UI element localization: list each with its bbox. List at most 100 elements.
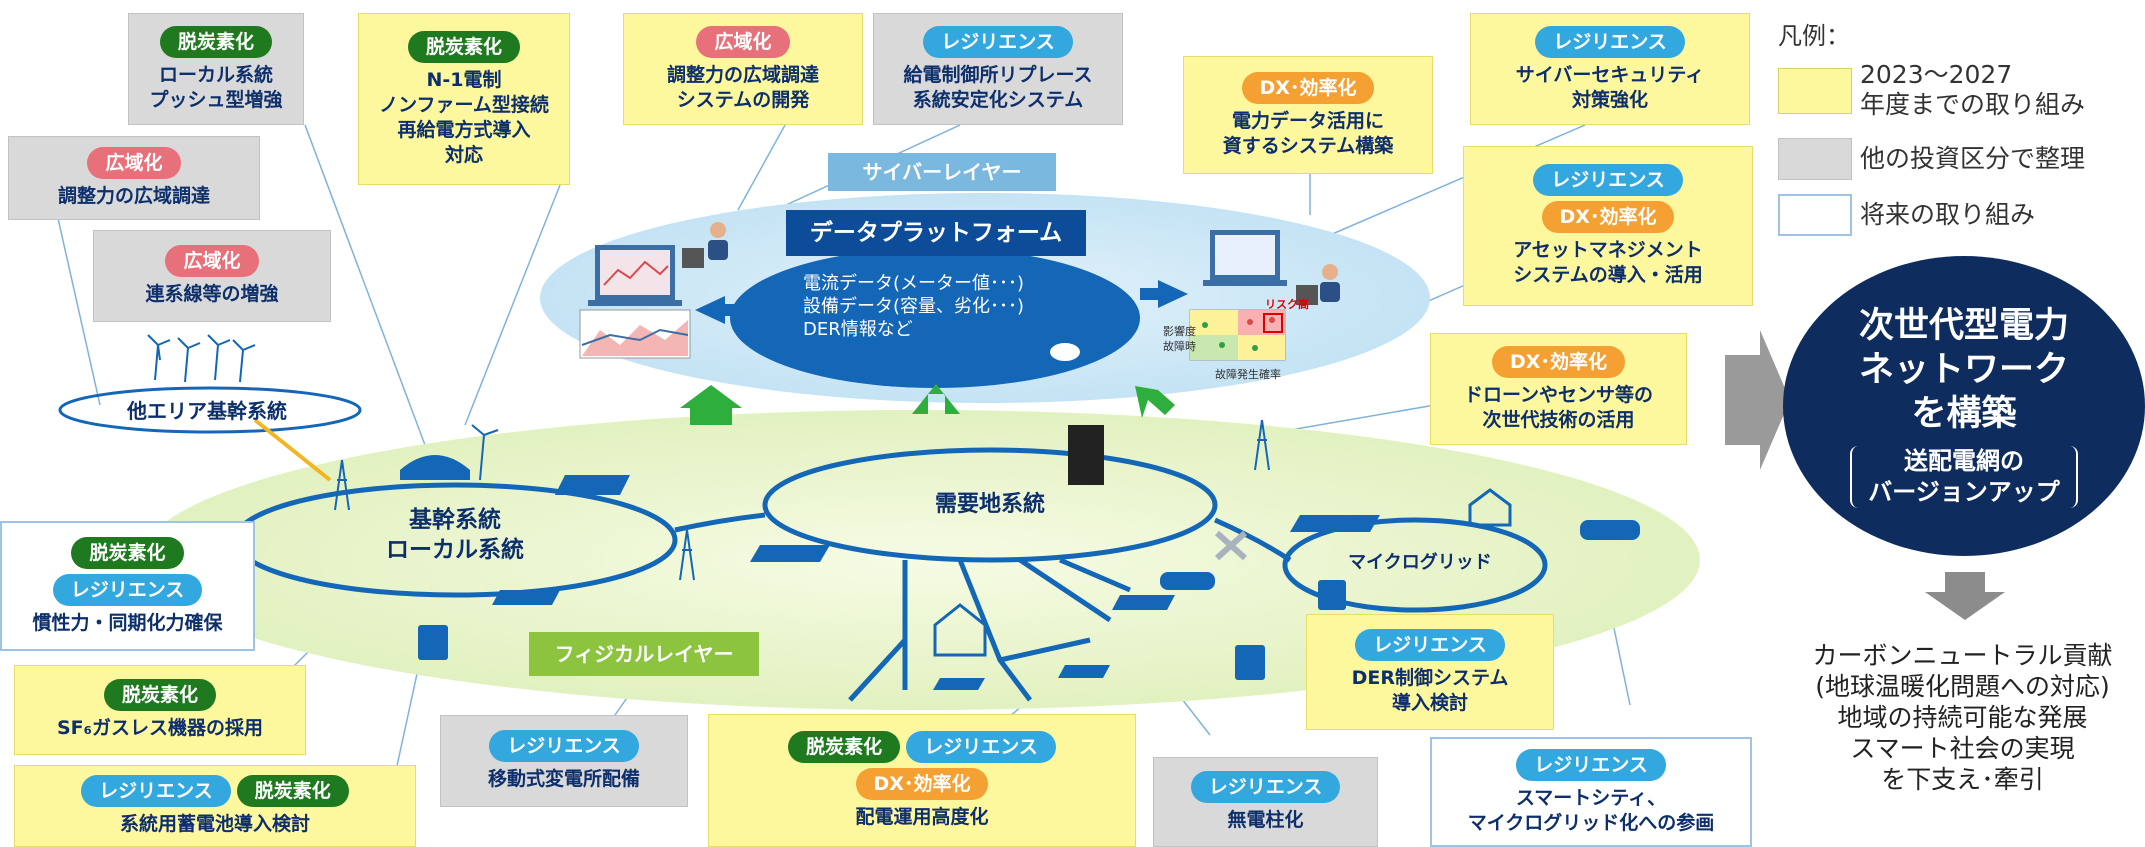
box-dist-ops-text: 配電運用高度化 <box>855 805 988 830</box>
left-data-arrow <box>695 296 745 324</box>
laptop-right-icon <box>1203 230 1287 286</box>
box-replace-text: 給電制御所リプレース系統安定化システム <box>903 63 1092 113</box>
power-plant-icon <box>400 455 470 480</box>
tag-resilience: レジリエンス <box>81 775 231 807</box>
line: ドローンやセンサ等の <box>1463 383 1654 406</box>
data-platform-ellipse <box>730 248 1140 388</box>
box-n1-text: N-1電制ノンファーム型接続再給電方式導入対応 <box>379 68 549 168</box>
data-item-2: 設備データ(容量、劣化･･･) <box>803 296 1025 317</box>
tag-decarbonize: 脱炭素化 <box>159 25 272 58</box>
line: マイクログリッド化への参画 <box>1467 811 1715 834</box>
legend-label-current-2: 年度までの取り組み <box>1860 90 2086 119</box>
box-local-push-text: ローカル系統プッシュ型増強 <box>149 63 282 113</box>
box-inertia: 脱炭素化 レジリエンス 慣性力・同期化力確保 <box>0 521 255 651</box>
building-icon <box>1068 425 1104 485</box>
box-mobile-text: 移動式変電所配備 <box>488 767 640 792</box>
tag-decarbonize: 脱炭素化 <box>407 30 520 63</box>
line: 対策強化 <box>1571 88 1648 111</box>
box-local-push: 脱炭素化 ローカル系統プッシュ型増強 <box>128 13 304 125</box>
line: 配電運用高度化 <box>855 806 989 828</box>
line: 調整力の広域調達 <box>57 185 210 207</box>
line: 導入検討 <box>1391 691 1468 714</box>
tag-resilience: レジリエンス <box>1533 164 1683 196</box>
data-item-1: 電流データ(メーター値･･･) <box>803 273 1025 294</box>
box-battery: レジリエンス脱炭素化 系統用蓄電池導入検討 <box>14 765 416 847</box>
legend-label-future: 将来の取り組み <box>1860 200 2036 229</box>
box-dist-ops: 脱炭素化レジリエンス DX･効率化 配電運用高度化 <box>708 714 1136 847</box>
contribution-text: カーボンニュートラル貢献 (地球温暖化問題への対応) 地域の持続可能な発展 スマ… <box>1780 640 2145 795</box>
next-gen-subtitle: 送配電網の バージョンアップ <box>1850 446 2078 508</box>
tag-resilience: レジリエンス <box>1190 771 1341 803</box>
box-no-pole: レジリエンス 無電柱化 <box>1153 757 1378 847</box>
to-contribution-arrow <box>1925 572 2005 620</box>
line: システムの開発 <box>676 88 810 111</box>
microgrid-label: マイクログリッド <box>1348 552 1492 573</box>
tag-resilience: レジリエンス <box>1355 628 1505 661</box>
interconnection-line <box>253 418 332 482</box>
car-icons <box>1160 520 1640 590</box>
box-der-text: DER制御システム導入検討 <box>1352 666 1509 716</box>
cloud-icon <box>1048 341 1082 363</box>
contribution-line-2: (地球温暖化問題への対応) <box>1815 672 2110 701</box>
line: スマートシティ、 <box>1515 786 1667 809</box>
box-wide-adj-text: 調整力の広域調達 <box>58 184 210 209</box>
line: 電力データ活用に <box>1231 109 1384 132</box>
contribution-line-4: スマート社会の実現 <box>1850 734 2075 763</box>
tag-resilience: レジリエンス <box>1516 748 1666 781</box>
battery-icons <box>418 580 1346 680</box>
disconnect-x-icon <box>1215 530 1247 561</box>
box-wide-dev-text: 調整力の広域調達システムの開発 <box>667 63 819 113</box>
legend-label-current-1: 2023～2027 <box>1860 60 2013 89</box>
box-smart-city: レジリエンス スマートシティ、マイクログリッド化への参画 <box>1430 737 1752 847</box>
operator-right-icon <box>1296 264 1340 305</box>
legend-title: 凡例： <box>1778 22 1850 50</box>
box-power-data-text: 電力データ活用に資するシステム構築 <box>1223 109 1393 159</box>
backbone-label-1: 基幹系統 <box>409 507 501 533</box>
solar-panel-icons <box>492 475 1380 690</box>
line: 資するシステム構築 <box>1222 134 1394 157</box>
tag-dx: DX･効率化 <box>1541 201 1675 233</box>
tag-decarbonize: 脱炭素化 <box>236 775 349 807</box>
box-sf6-text: SF₆ガスレス機器の採用 <box>57 716 263 741</box>
transmission-tower-icons <box>334 419 1270 581</box>
backbone-label-2: ローカル系統 <box>386 537 524 563</box>
tag-resilience: レジリエンス <box>923 25 1073 58</box>
right-data-arrow <box>1140 280 1188 308</box>
contribution-line-3: 地域の持続可能な発展 <box>1837 703 2088 732</box>
tag-decarbonize: 脱炭素化 <box>103 679 216 711</box>
next-gen-network-circle: 次世代型電力 ネットワーク を構築 送配電網の バージョンアップ <box>1783 256 2145 556</box>
line: 対応 <box>444 143 483 166</box>
line: サイバーセキュリティ <box>1515 63 1705 86</box>
line: アセットマネジメント <box>1513 239 1703 261</box>
line: N-1電制 <box>426 68 502 91</box>
wind-turbine-icons <box>147 334 499 481</box>
upload-arrows <box>680 384 1175 425</box>
tag-wide-area: 広域化 <box>87 147 181 179</box>
box-sf6: 脱炭素化 SF₆ガスレス機器の採用 <box>14 665 306 755</box>
line: 次世代技術の活用 <box>1482 408 1635 431</box>
box-asset-text: アセットマネジメントシステムの導入・活用 <box>1513 238 1703 288</box>
box-wide-adj: 広域化 調整力の広域調達 <box>8 136 260 220</box>
line: システムの導入・活用 <box>1513 264 1703 286</box>
line: 再給電方式導入 <box>397 118 531 141</box>
line: SF₆ガスレス機器の採用 <box>57 717 263 739</box>
box-n1: 脱炭素化 N-1電制ノンファーム型接続再給電方式導入対応 <box>358 13 570 185</box>
tag-resilience: レジリエンス <box>489 730 639 762</box>
box-cyber-text: サイバーセキュリティ対策強化 <box>1516 63 1704 113</box>
line: 慣性力・同期化力確保 <box>32 611 223 634</box>
data-item-3: DER情報など <box>803 319 913 340</box>
legend-swatch-current <box>1778 68 1852 114</box>
physical-layer-label: フィジカルレイヤー <box>529 632 759 676</box>
next-gen-title-2: ネットワーク <box>1858 350 2069 390</box>
risk-chart-ylabel-1: 影響度 <box>1163 324 1196 338</box>
line: 系統用蓄電池導入検討 <box>119 813 310 835</box>
box-interconnect: 広域化 連系線等の増強 <box>93 230 331 322</box>
box-inertia-text: 慣性力・同期化力確保 <box>32 611 222 636</box>
next-gen-title-1: 次世代型電力 <box>1858 306 2069 346</box>
risk-chart-ylabel-2: 故障時 <box>1163 339 1196 353</box>
tag-dx: DX･効率化 <box>1492 345 1625 378</box>
next-gen-title: 次世代型電力 ネットワーク を構築 <box>1859 304 2069 436</box>
other-area-label: 他エリア基幹系統 <box>127 399 287 423</box>
line: 給電制御所リプレース <box>903 63 1093 86</box>
legend-label-other: 他の投資区分で整理 <box>1860 144 2086 173</box>
